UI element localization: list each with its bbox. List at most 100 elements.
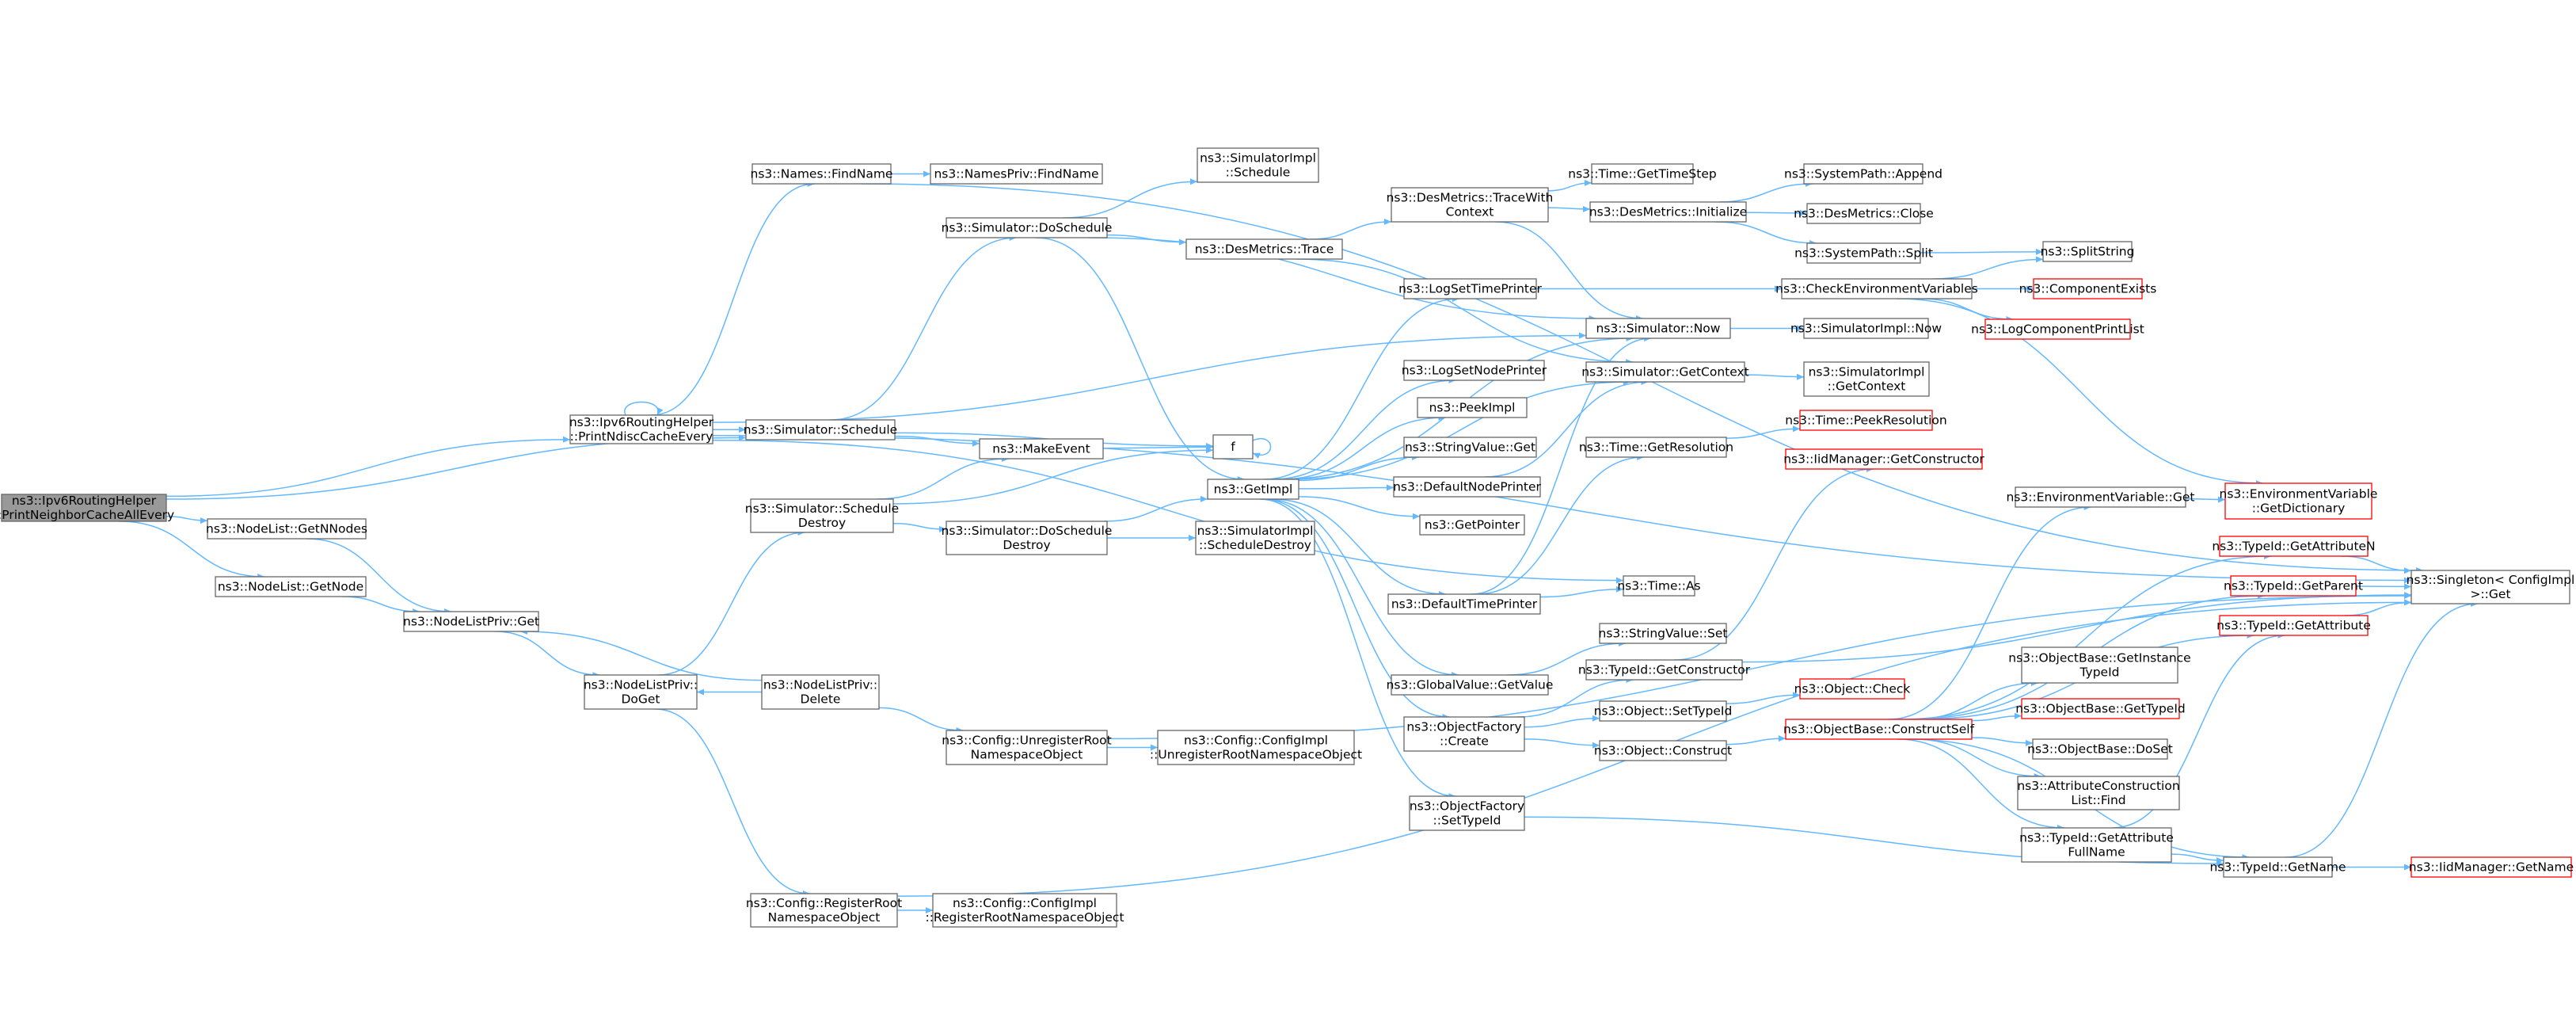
node-label: ns3::SystemPath::Append	[1784, 167, 1942, 181]
node-label: ns3::SimulatorImpl	[1200, 151, 1316, 166]
node-timeAs[interactable]: ns3::Time::As	[1617, 575, 1701, 597]
node-box	[2042, 241, 2133, 262]
node-configUnregister[interactable]: ns3::Config::UnregisterRootNamespaceObje…	[942, 730, 1112, 765]
node-systemPathSplit[interactable]: ns3::SystemPath::Split	[1794, 242, 1933, 264]
node-nodeListGetNNodes[interactable]: ns3::NodeList::GetNNodes	[206, 518, 367, 540]
node-timeGetResolution[interactable]: ns3::Time::GetResolution	[1579, 437, 1733, 458]
node-label: ns3::DesMetrics::Initialize	[1589, 205, 1747, 219]
node-label: ns3::ObjectBase::GetTypeId	[2015, 702, 2186, 716]
node-simDoSchedule[interactable]: ns3::Simulator::DoSchedule	[942, 217, 1113, 238]
node-box	[2021, 646, 2178, 684]
edge-root-to-nodeListGetNNodes	[166, 516, 208, 524]
node-stringValueGet[interactable]: ns3::StringValue::Get	[1403, 437, 1537, 458]
node-box	[1391, 674, 1549, 696]
node-logComponentPrintList[interactable]: ns3::LogComponentPrintList	[1971, 318, 2144, 340]
node-objectBaseGetTypeId[interactable]: ns3::ObjectBase::GetTypeId	[2015, 698, 2186, 719]
node-desInitialize[interactable]: ns3::DesMetrics::Initialize	[1589, 201, 1747, 223]
node-simScheduleDestroy[interactable]: ns3::Simulator::ScheduleDestroy	[745, 498, 899, 533]
node-label: ns3::NodeListPriv::	[763, 678, 877, 692]
node-checkEnvVars[interactable]: ns3::CheckEnvironmentVariables	[1775, 278, 1978, 299]
node-splitString[interactable]: ns3::SplitString	[2041, 241, 2135, 262]
node-typeIdGetAttribute[interactable]: ns3::TypeId::GetAttribute	[2216, 615, 2371, 636]
node-objectConstruct[interactable]: ns3::Object::Construct	[1594, 740, 1732, 761]
node-nodeListPrivDelete[interactable]: ns3::NodeListPriv::Delete	[761, 674, 880, 710]
node-typeIdGetAttributeN[interactable]: ns3::TypeId::GetAttributeN	[2212, 536, 2376, 557]
node-nodeListGetNode[interactable]: ns3::NodeList::GetNode	[215, 576, 367, 597]
edge-desInitialize-to-systemPathAppend	[1718, 181, 1813, 203]
node-objectBaseDoSet[interactable]: ns3::ObjectBase::DoSet	[2027, 738, 2173, 760]
node-label: ns3::Simulator::Now	[1596, 322, 1721, 336]
node-printNdisc[interactable]: ns3::Ipv6RoutingHelper::PrintNdiscCacheE…	[569, 414, 714, 444]
node-simImplNow[interactable]: ns3::SimulatorImpl::Now	[1790, 318, 1942, 339]
node-simSchedule[interactable]: ns3::Simulator::Schedule	[744, 419, 897, 440]
node-typeIdGetName[interactable]: ns3::TypeId::GetName	[2209, 856, 2346, 878]
node-iidGetConstructor[interactable]: ns3::IidManager::GetConstructor	[1783, 448, 1984, 470]
node-singletonGet[interactable]: ns3::Singleton< ConfigImpl >::Get	[2407, 570, 2575, 604]
node-simImplGetContext[interactable]: ns3::SimulatorImpl::GetContext	[1803, 361, 1930, 397]
node-box	[1195, 521, 1315, 555]
node-box	[1781, 278, 1973, 299]
node-desClose[interactable]: ns3::DesMetrics::Close	[1794, 203, 1934, 224]
node-box	[1785, 448, 1983, 470]
node-simImplSchedule[interactable]: ns3::SimulatorImpl::Schedule	[1197, 147, 1319, 183]
node-f[interactable]: f	[1212, 434, 1254, 460]
node-envVarGet[interactable]: ns3::EnvironmentVariable::Get	[2006, 486, 2195, 508]
call-nodes: ns3::Ipv6RoutingHelper::PrintNeighborCac…	[0, 147, 2575, 928]
node-namesFindName[interactable]: ns3::Names::FindName	[751, 163, 893, 185]
edge-objectFactoryCreate-to-objectConstruct	[1524, 738, 1600, 749]
node-configImplRegister[interactable]: ns3::Config::ConfigImpl::RegisterRootNam…	[925, 893, 1124, 928]
node-label: ns3::DefaultNodePrinter	[1393, 480, 1541, 494]
edge-getImpl-to-defaultNodePrinter	[1298, 484, 1395, 491]
node-typeIdGetParent[interactable]: ns3::TypeId::GetParent	[2224, 575, 2363, 597]
node-globalValueGetValue[interactable]: ns3::GlobalValue::GetValue	[1387, 674, 1554, 696]
node-box	[2017, 776, 2180, 810]
node-defaultTimePrinter[interactable]: ns3::DefaultTimePrinter	[1387, 593, 1541, 615]
node-objectCheck[interactable]: ns3::Object::Check	[1794, 678, 1911, 700]
node-box	[1799, 410, 1933, 431]
edge-defaultTimePrinter-to-timeGetResolution	[1476, 454, 1645, 595]
node-getPointer[interactable]: ns3::GetPointer	[1419, 514, 1525, 536]
node-objectFactoryCreate[interactable]: ns3::ObjectFactory::Create	[1403, 716, 1525, 752]
node-nodeListPrivGet[interactable]: ns3::NodeListPriv::Get	[403, 611, 539, 632]
node-componentExists[interactable]: ns3::ComponentExists	[2019, 278, 2157, 299]
node-defaultNodePrinter[interactable]: ns3::DefaultNodePrinter	[1393, 476, 1542, 498]
node-getImpl[interactable]: ns3::GetImpl	[1207, 479, 1299, 500]
edge-getImpl-to-peekImpl	[1280, 414, 1446, 480]
node-root[interactable]: ns3::Ipv6RoutingHelper::PrintNeighborCac…	[0, 494, 174, 522]
node-configRegister[interactable]: ns3::Config::RegisterRootNamespaceObject	[746, 893, 902, 928]
node-simNow[interactable]: ns3::Simulator::Now	[1585, 318, 1731, 339]
node-configImplUnregister[interactable]: ns3::Config::ConfigImpl::UnregisterRootN…	[1150, 730, 1362, 765]
node-stringValueSet[interactable]: ns3::StringValue::Set	[1599, 623, 1728, 644]
node-box	[207, 518, 367, 540]
node-desTrace[interactable]: ns3::DesMetrics::Trace	[1185, 238, 1343, 260]
node-peekImpl[interactable]: ns3::PeekImpl	[1417, 397, 1528, 418]
node-box	[569, 414, 713, 444]
node-box	[932, 893, 1117, 928]
node-nodeListPrivDoGet[interactable]: ns3::NodeListPriv::DoGet	[584, 674, 698, 710]
node-objectFactorySetTypeId[interactable]: ns3::ObjectFactory::SetTypeId	[1409, 795, 1525, 831]
node-box	[1806, 242, 1921, 264]
node-simGetContext[interactable]: ns3::Simulator::GetContext	[1581, 361, 1749, 383]
node-label: ns3::ObjectBase::ConstructSelf	[1783, 723, 1975, 737]
node-logSetNodePrinter[interactable]: ns3::LogSetNodePrinter	[1402, 360, 1547, 381]
node-objectBaseConstructSelf[interactable]: ns3::ObjectBase::ConstructSelf	[1783, 719, 1975, 740]
node-logSetTimePrinter[interactable]: ns3::LogSetTimePrinter	[1398, 278, 1543, 299]
node-typeIdGetConstructor[interactable]: ns3::TypeId::GetConstructor	[1578, 659, 1751, 681]
node-simImplScheduleDestroy[interactable]: ns3::SimulatorImpl::ScheduleDestroy	[1195, 521, 1315, 555]
node-label: ::RegisterRootNamespaceObject	[925, 910, 1124, 925]
node-envVarGetDictionary[interactable]: ns3::EnvironmentVariable::GetDictionary	[2220, 482, 2378, 520]
node-timePeekResolution[interactable]: ns3::Time::PeekResolution	[1785, 410, 1947, 431]
node-systemPathAppend[interactable]: ns3::SystemPath::Append	[1784, 163, 1942, 185]
node-namesPrivFindName[interactable]: ns3::NamesPriv::FindName	[930, 163, 1103, 185]
node-objectSetTypeId[interactable]: ns3::Object::SetTypeId	[1594, 700, 1733, 722]
node-makeEvent[interactable]: ns3::MakeEvent	[979, 438, 1104, 460]
edge-typeIdGetConstructor-to-singletonGet	[1741, 592, 2412, 663]
node-iidGetName[interactable]: ns3::IidManager::GetName	[2409, 856, 2574, 878]
node-label: ns3::GetImpl	[1214, 482, 1293, 497]
node-timeGetTimeStep[interactable]: ns3::Time::GetTimeStep	[1568, 163, 1717, 185]
